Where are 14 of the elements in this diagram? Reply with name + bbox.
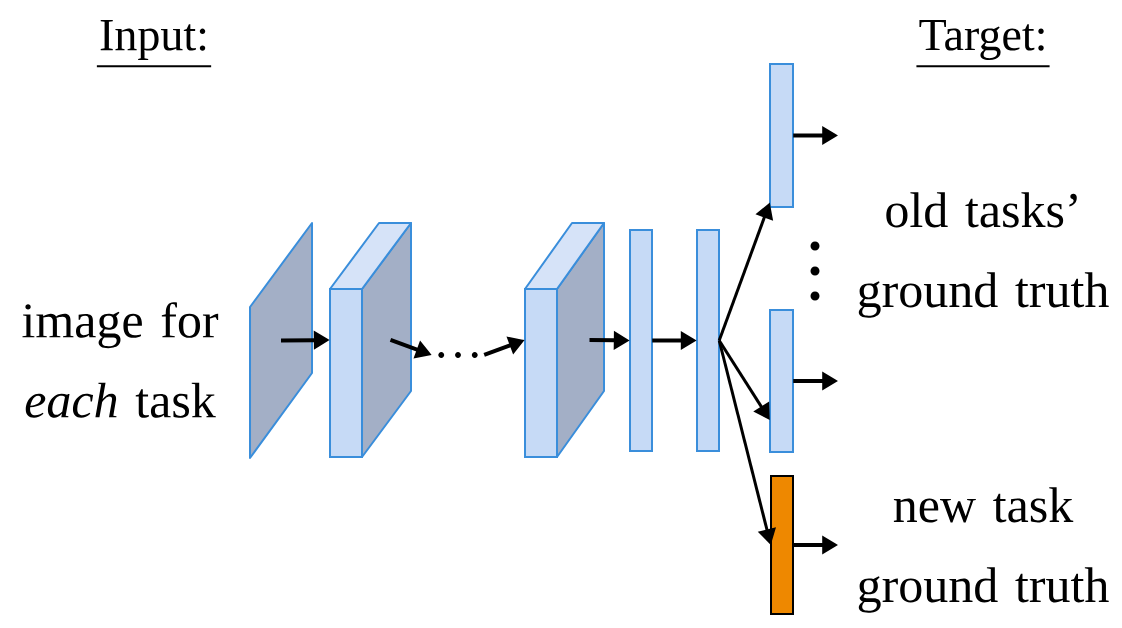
label-text: new task ground truth [858,487,1109,613]
conv-layer-drawing [524,222,605,458]
label-text: old tasks’ ground truth [858,192,1109,318]
label-text: image for each task [22,302,219,418]
layer-bar [696,229,720,452]
layer-bar [769,309,794,453]
text-ellipsis: … [438,352,478,358]
conv-layer-drawing [329,222,412,458]
image-plane-drawing [249,222,313,459]
heading: Target: [915,20,1051,68]
layer-bar [770,475,794,615]
layer-bar [629,229,653,452]
heading: Input: [95,20,213,68]
layer-bar [769,63,794,208]
